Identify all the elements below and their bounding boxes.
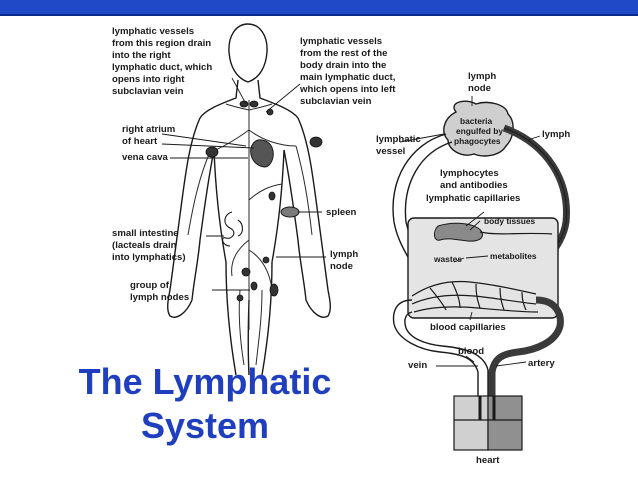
svg-text:subclavian vein: subclavian vein [300,96,372,107]
label-artery: artery [528,358,555,369]
label-body-tissues: body tissues [484,216,536,226]
slide-title: The Lymphatic System [60,360,350,448]
svg-text:from the rest of the: from the rest of the [300,48,387,59]
svg-text:and antibodies: and antibodies [440,180,508,191]
label-spleen: spleen [326,207,357,218]
label-lymphocytes: lymphocytes and antibodies [440,168,508,191]
label-lymphatic-capillaries: lymphatic capillaries [426,193,520,204]
svg-text:node: node [468,83,491,94]
label-lymph: lymph [542,129,570,140]
label-circ-lymph-node: lymph node [468,71,496,94]
svg-text:(lacteals drain: (lacteals drain [112,240,177,251]
svg-text:lymphatic duct, which: lymphatic duct, which [112,62,212,73]
lymph-node-blob [443,100,514,157]
heart-organ [250,139,274,168]
svg-text:lymphatic vessels: lymphatic vessels [112,26,194,37]
label-vena-cava: vena cava [122,152,169,163]
label-body-lymph-node: lymph node [330,249,358,272]
spleen-organ [280,206,300,218]
label-node-group: group of lymph nodes [130,280,189,303]
label-blood: blood [458,346,484,357]
body-tissue-box [407,217,559,319]
svg-text:bacteria: bacteria [460,116,492,126]
svg-text:of heart: of heart [122,136,158,147]
svg-text:node: node [330,261,353,272]
label-blood-capillaries: blood capillaries [430,322,506,333]
slide-title-line1: The Lymphatic [78,361,332,402]
slide-title-line2: System [140,405,270,446]
circulation-leader-lines [399,96,541,367]
small-intestine-organ [221,211,244,247]
svg-text:vessel: vessel [376,146,405,157]
svg-text:main lymphatic duct,: main lymphatic duct, [300,72,396,83]
label-right-atrium: right atrium of heart [122,124,175,147]
svg-text:into the right: into the right [112,50,171,61]
svg-text:opens into right: opens into right [112,74,185,85]
lymph-capillary-duct [479,231,553,235]
svg-text:small intestine: small intestine [112,228,179,239]
svg-text:lymphatic: lymphatic [376,134,421,145]
blood-capillary-net [411,280,539,313]
label-right-duct: lymphatic vessels from this region drain… [112,26,212,97]
label-metabolites: metabolites [490,251,537,261]
svg-text:right atrium: right atrium [122,124,175,135]
svg-text:phagocytes: phagocytes [454,136,501,146]
label-heart: heart [476,455,500,466]
svg-text:into lymphatics): into lymphatics) [112,252,186,263]
svg-text:which opens into left: which opens into left [299,84,396,95]
svg-text:engulfed by: engulfed by [456,126,503,136]
svg-text:body drain into the: body drain into the [300,60,386,71]
heart-chambers [453,395,523,451]
svg-text:lymph nodes: lymph nodes [130,292,189,303]
artery-vessel [488,296,564,396]
svg-text:lymph: lymph [330,249,358,260]
label-node-inner: bacteria engulfed by phagocytes [454,116,503,146]
body-lymph-vessels [187,100,313,366]
svg-text:group of: group of [130,280,170,291]
header-divider [0,14,638,16]
body-leader-lines [161,77,326,291]
svg-text:from this region drain: from this region drain [112,38,211,49]
label-left-duct: lymphatic vessels from the rest of the b… [299,36,396,107]
label-lymphatic-vessel: lymphatic vessel [376,134,421,157]
svg-text:lymph: lymph [468,71,496,82]
label-wastes: wastes [433,254,462,264]
vein-vessel [392,299,489,396]
body-lymph-nodes [205,100,323,302]
svg-text:subclavian vein: subclavian vein [112,86,184,97]
svg-text:lymphatic vessels: lymphatic vessels [300,36,382,47]
label-vein: vein [408,360,427,371]
svg-text:lymphocytes: lymphocytes [440,168,499,179]
body-figure [167,23,331,376]
header-bar [0,0,638,14]
label-small-intestine: small intestine (lacteals drain into lym… [112,228,186,263]
